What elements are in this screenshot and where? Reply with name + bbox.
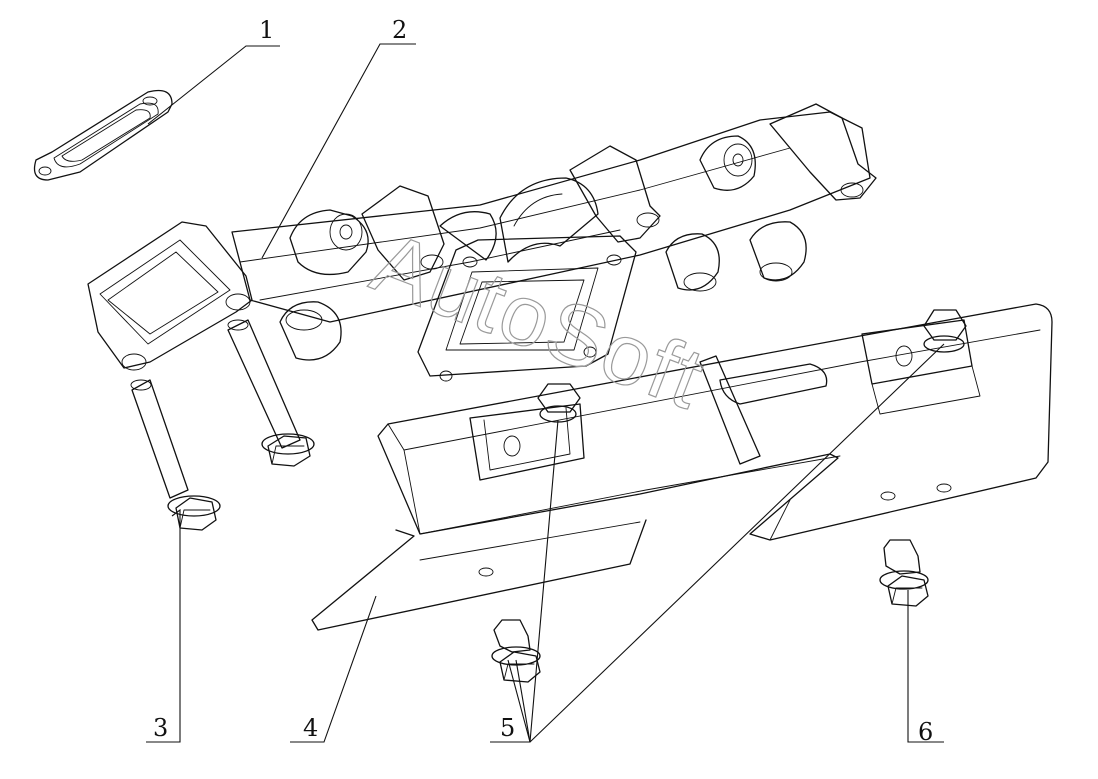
part-heat-shield (311, 303, 1053, 631)
part-long-bolts (130, 319, 315, 531)
callout-5: 5 (500, 714, 515, 742)
callout-2: 2 (392, 16, 407, 44)
part-nuts-and-studs (491, 309, 967, 683)
part-exhaust-manifold (87, 103, 877, 382)
callout-3: 3 (153, 714, 168, 742)
callout-4: 4 (303, 714, 318, 742)
part-bolt (879, 539, 929, 607)
callout-1: 1 (259, 16, 274, 44)
leader-lines (146, 43, 945, 743)
callout-6: 6 (918, 718, 933, 746)
part-gasket (33, 89, 173, 181)
